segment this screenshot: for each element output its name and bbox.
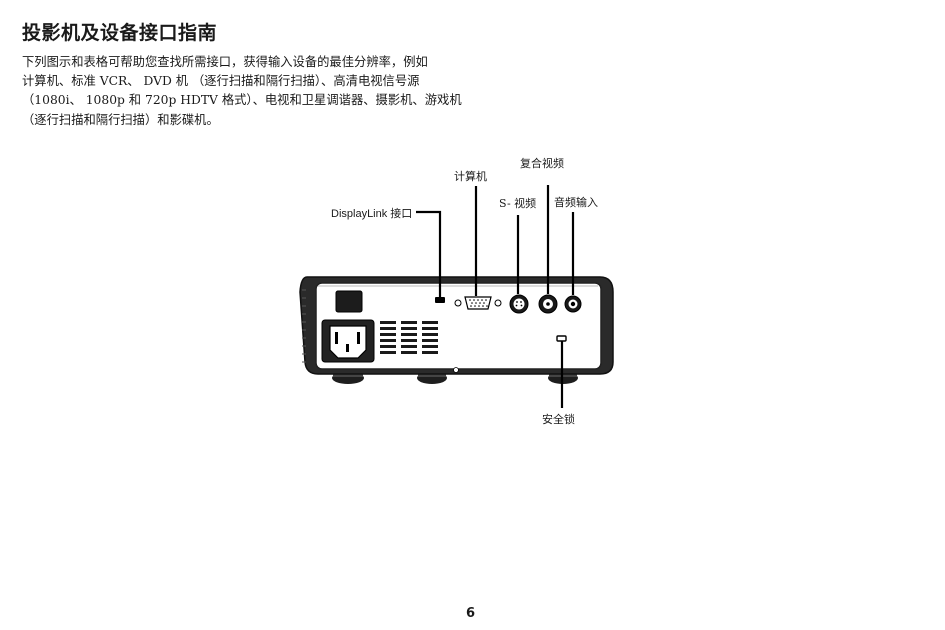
- page-number: 6: [466, 606, 476, 621]
- label-audio-in: 音频输入: [554, 196, 598, 209]
- power-switch: [335, 290, 363, 313]
- label-security-lock: 安全锁: [542, 413, 575, 426]
- audio-in-port: [564, 295, 582, 313]
- label-displaylink: DisplayLink 接口: [331, 208, 413, 220]
- displaylink-port: [435, 297, 445, 303]
- leader-lines: [416, 185, 575, 408]
- intro-line: 下列图示和表格可帮助您查找所需接口，获得输入设备的最佳分辨率，例如: [22, 55, 428, 69]
- composite-port: [538, 294, 558, 314]
- label-s-video: S- 视频: [499, 197, 537, 210]
- intro-line: （逐行扫描和隔行扫描）和影碟机。: [22, 112, 219, 127]
- intro-line: （1080i、 1080p 和 720p HDTV 格式）、电视和卫星调谐器、摄…: [22, 93, 462, 108]
- label-composite-video: 复合视频: [520, 157, 564, 170]
- page-title: 投影机及设备接口指南: [22, 22, 218, 44]
- vent-grille: [380, 321, 438, 354]
- intro-line: 计算机、标准 VCR、 DVD 机 （逐行扫描和隔行扫描）、高清电视信号源: [22, 74, 420, 89]
- s-video-port: [509, 294, 529, 314]
- label-computer: 计算机: [454, 170, 487, 183]
- side-ridges: [302, 289, 306, 363]
- vga-port: [454, 296, 502, 310]
- security-lock-slot: [556, 335, 567, 342]
- intro-paragraph: 下列图示和表格可帮助您查找所需接口，获得输入设备的最佳分辨率，例如 计算机、标准…: [22, 53, 467, 130]
